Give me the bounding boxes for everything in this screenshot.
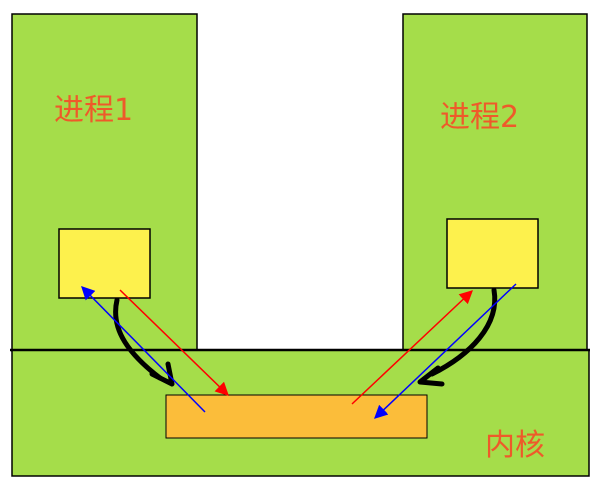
black-arrow-right	[429, 287, 498, 377]
process2-label: 进程2	[440, 100, 519, 135]
process2-buffer	[446, 218, 539, 289]
process1-label: 进程1	[54, 93, 133, 128]
process1-region	[11, 13, 198, 352]
blue-arrow-right	[374, 283, 517, 419]
red-arrow-left	[119, 289, 229, 396]
kernel-label: 内核	[485, 428, 545, 463]
blue-arrow-left	[81, 286, 206, 413]
black-arrow-right-head	[417, 365, 445, 387]
process1-buffer	[58, 228, 151, 299]
black-arrow-left-head	[149, 361, 175, 387]
black-arrow-left	[113, 297, 163, 381]
red-arrow-right	[351, 290, 473, 405]
kernel-buffer	[165, 394, 428, 439]
